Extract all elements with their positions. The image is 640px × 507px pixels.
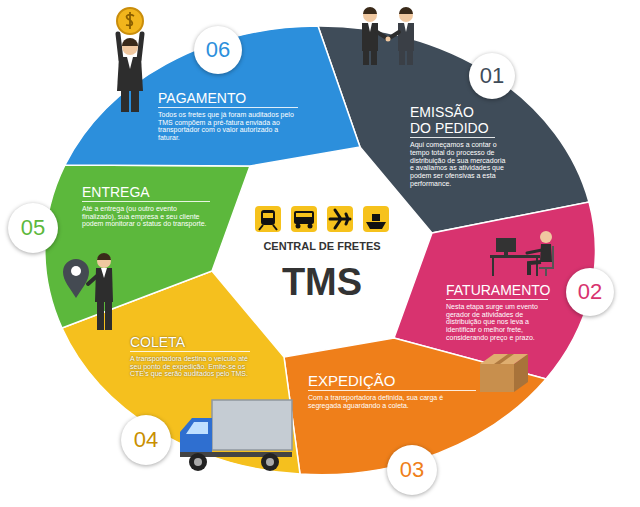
segment-shape bbox=[45, 165, 250, 328]
step-heading: FATURAMENTO bbox=[446, 282, 548, 300]
coin-man bbox=[117, 8, 143, 112]
segment-text-block: EXPEDIÇÃO Com a transportadora definida, … bbox=[308, 372, 476, 410]
step-heading: PAGAMENTO bbox=[158, 90, 298, 108]
segment-shape bbox=[318, 26, 589, 233]
step-number: 02 bbox=[578, 281, 602, 303]
step-number: 03 bbox=[400, 459, 424, 481]
step-description: Aqui começamos a contar o tempo total do… bbox=[410, 141, 510, 187]
cardboard-box bbox=[480, 354, 528, 392]
process-segment: ENTREGA Até a entrega (ou outro evento fi… bbox=[44, 165, 252, 330]
center-label: TMS bbox=[282, 262, 362, 304]
step-number-circle: 02 bbox=[566, 268, 614, 316]
step-number: 05 bbox=[21, 217, 45, 239]
segment-text-block: PAGAMENTO Todos os fretes que já foram au… bbox=[158, 90, 298, 142]
step-description: Com a transportadora definida, sua carga… bbox=[308, 394, 476, 409]
step-number-circle: 03 bbox=[387, 445, 437, 495]
step-number: 06 bbox=[206, 39, 230, 61]
truck bbox=[180, 400, 292, 471]
step-number-circle: 05 bbox=[8, 203, 58, 253]
transport-icons bbox=[255, 206, 389, 232]
step-number-circle: 01 bbox=[469, 53, 515, 99]
desk-worker bbox=[490, 231, 553, 276]
step-description: Nesta etapa surge um evento gerador de a… bbox=[446, 303, 548, 341]
segment-text-block: ENTREGA Até a entrega (ou outro evento fi… bbox=[82, 184, 210, 228]
segment-text-block: FATURAMENTO Nesta etapa surge um evento g… bbox=[446, 282, 548, 342]
center-label: CENTRAL DE FRETES bbox=[263, 240, 380, 252]
segment-text-block: EMISSÃO DO PEDIDOAqui começamos a contar… bbox=[410, 104, 510, 187]
step-number: 04 bbox=[134, 429, 158, 451]
step-number-circle: 06 bbox=[194, 26, 242, 74]
step-description: Todos os fretes que já foram auditados p… bbox=[158, 111, 298, 142]
segment-text-block: COLETA A transportadora destina o veículo… bbox=[130, 334, 250, 378]
step-number-circle: 04 bbox=[121, 415, 171, 465]
step-description: Até a entrega (ou outro evento finalizad… bbox=[82, 205, 210, 228]
handshake-men bbox=[362, 7, 414, 65]
map-pin-person bbox=[63, 253, 113, 330]
step-number: 01 bbox=[480, 65, 504, 87]
step-heading: ENTREGA bbox=[82, 184, 210, 202]
step-heading: COLETA bbox=[130, 334, 250, 352]
process-segment: EMISSÃO DO PEDIDOAqui começamos a contar… bbox=[318, 25, 591, 235]
step-description: A transportadora destina o veículo até s… bbox=[130, 355, 250, 378]
step-heading: EXPEDIÇÃO bbox=[308, 372, 476, 391]
segment-shape bbox=[65, 26, 360, 166]
step-heading: EMISSÃO DO PEDIDO bbox=[410, 104, 495, 138]
